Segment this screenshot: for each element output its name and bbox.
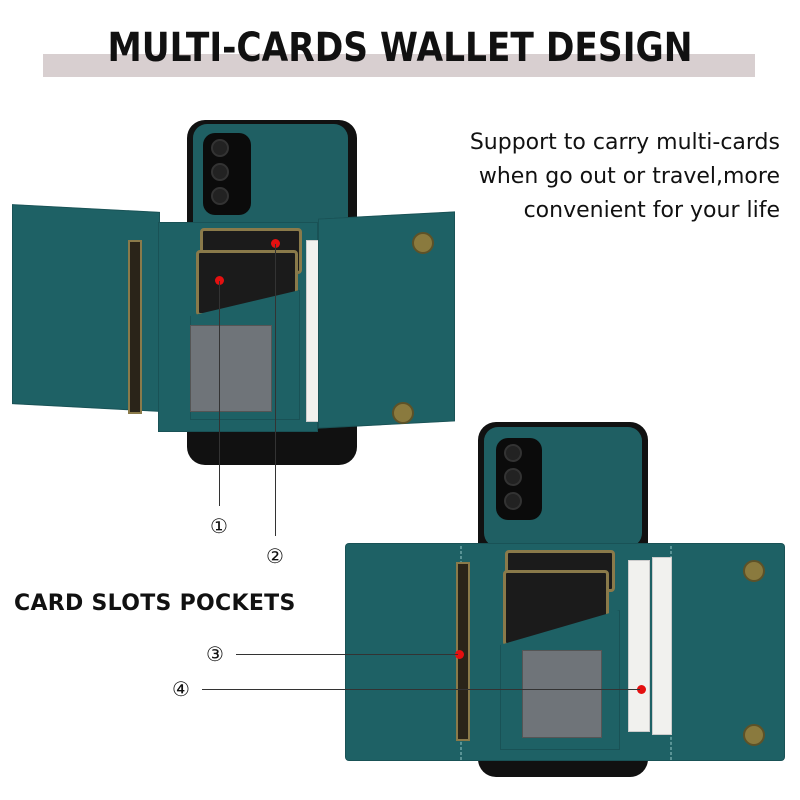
section-title: CARD SLOTS POCKETS (14, 591, 296, 616)
id-window (190, 325, 272, 412)
marker-1 (215, 276, 224, 285)
title-highlight-band (43, 54, 755, 77)
callout-1: ① (210, 514, 228, 538)
callout-line-2 (275, 244, 276, 536)
camera-module-icon (203, 133, 251, 215)
callout-4: ④ (172, 677, 190, 701)
page-title: MULTI-CARDS WALLET DESIGN (107, 25, 693, 71)
feature-description: Support to carry multi-cards when go out… (380, 126, 780, 228)
right-flap (318, 211, 455, 429)
cash-slot (628, 560, 650, 732)
snap-button-icon (743, 724, 765, 746)
callout-line-1 (219, 281, 220, 506)
callout-line-3 (236, 654, 458, 655)
callout-line-4 (202, 689, 640, 690)
cash-slot (652, 557, 672, 735)
marker-3 (455, 650, 464, 659)
side-card-slot (128, 240, 142, 414)
callout-2: ② (266, 544, 284, 568)
description-line: when go out or travel,more (478, 164, 780, 189)
camera-module-icon (496, 438, 542, 520)
description-line: Support to carry multi-cards (469, 130, 780, 155)
marker-2 (271, 239, 280, 248)
marker-4 (637, 685, 646, 694)
snap-button-icon (412, 232, 434, 254)
snap-button-icon (392, 402, 414, 424)
callout-3: ③ (206, 642, 224, 666)
snap-button-icon (743, 560, 765, 582)
description-line: convenient for your life (523, 198, 780, 223)
id-window (522, 650, 602, 738)
